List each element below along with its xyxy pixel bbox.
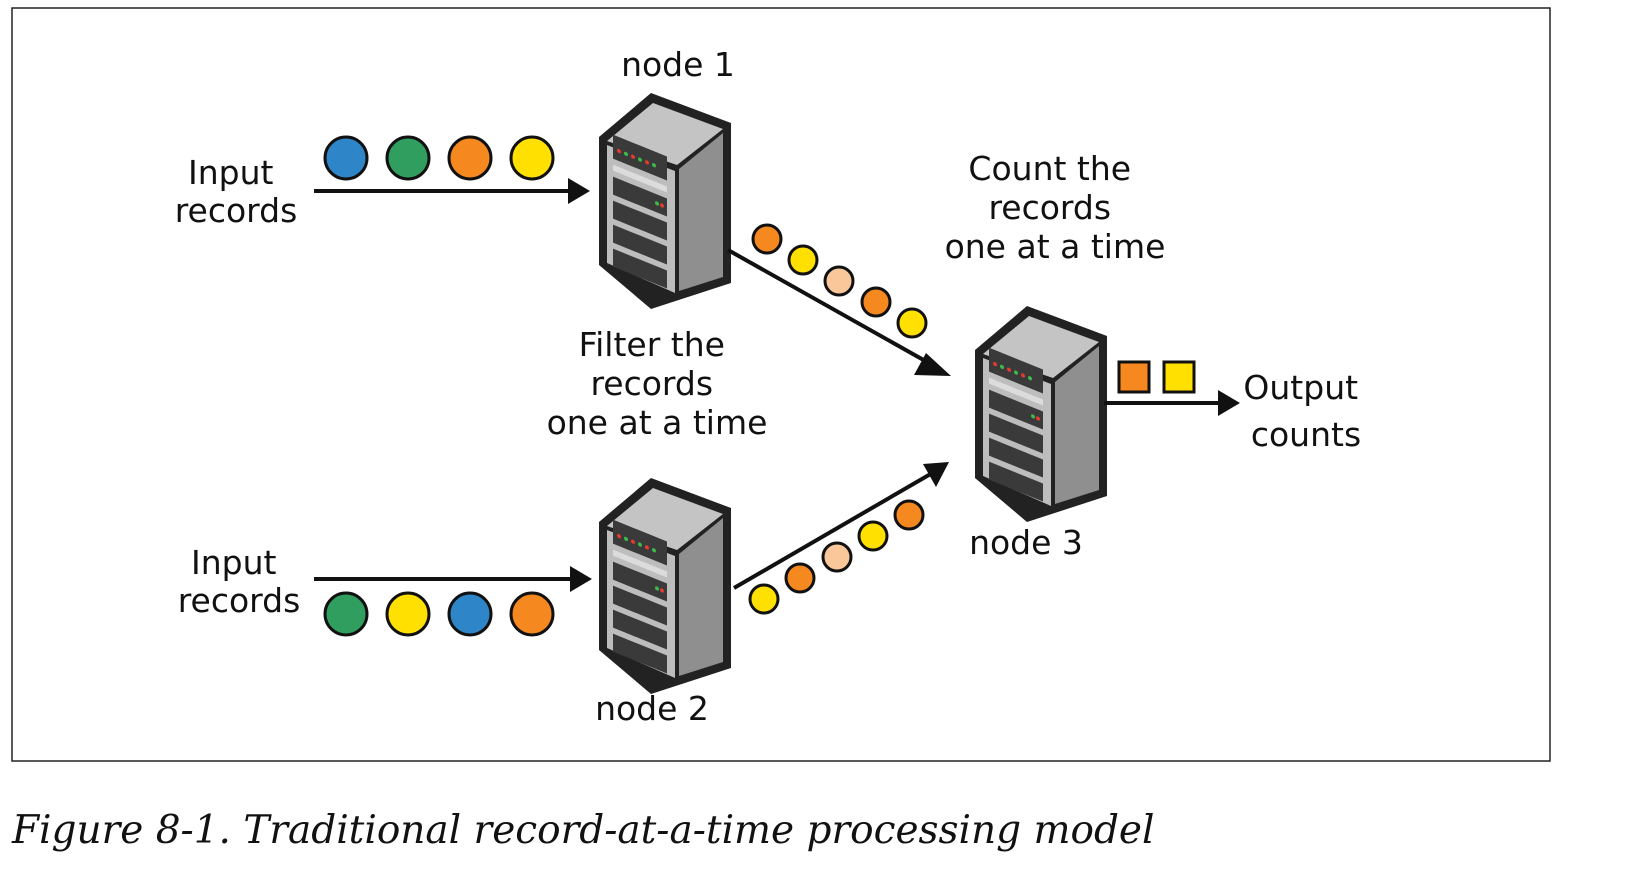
output-count-square-1 bbox=[1162, 360, 1196, 394]
arrowhead-node2-to-node3 bbox=[923, 462, 949, 487]
arrow-node1-to-node3 bbox=[727, 248, 937, 369]
record-node2-stream-4 bbox=[893, 499, 925, 531]
record-input-bottom-1 bbox=[385, 591, 431, 637]
filter-records-label: Filter the records one at a time bbox=[547, 325, 768, 442]
count-records-label: Count the records one at a time bbox=[945, 149, 1166, 266]
output-count-square-0 bbox=[1117, 360, 1151, 394]
node-2-label: node 2 bbox=[595, 689, 709, 728]
record-node1-stream-4 bbox=[896, 307, 928, 339]
diagram: node 1 node 2 node 3 Input records Input… bbox=[11, 7, 1551, 762]
record-node1-stream-0 bbox=[751, 223, 783, 255]
input-records-top-label: Input records bbox=[175, 153, 298, 230]
record-node1-stream-3 bbox=[860, 286, 892, 318]
record-input-top-0 bbox=[323, 135, 369, 181]
record-node2-stream-1 bbox=[784, 562, 816, 594]
figure-caption: Figure 8-1. Traditional record-at-a-time… bbox=[12, 808, 1155, 853]
node-2-server-icon bbox=[599, 478, 731, 694]
record-node1-stream-2 bbox=[823, 265, 855, 297]
record-node1-stream-1 bbox=[787, 244, 819, 276]
record-input-bottom-2 bbox=[447, 591, 493, 637]
node-3-label: node 3 bbox=[969, 523, 1083, 562]
record-input-top-1 bbox=[385, 135, 431, 181]
record-input-bottom-3 bbox=[509, 591, 555, 637]
records-layer bbox=[323, 135, 1196, 637]
arrow-node2-to-node3 bbox=[732, 470, 936, 590]
figure-frame bbox=[11, 7, 1551, 762]
record-input-top-2 bbox=[447, 135, 493, 181]
arrowhead-output bbox=[1218, 390, 1240, 416]
output-counts-label: Output counts bbox=[1243, 368, 1368, 454]
node-1-label: node 1 bbox=[621, 45, 735, 84]
arrowhead-input-top bbox=[568, 178, 590, 204]
record-node2-stream-2 bbox=[821, 541, 853, 573]
node-1-server-icon bbox=[599, 93, 731, 309]
record-input-top-3 bbox=[509, 135, 555, 181]
record-input-bottom-0 bbox=[323, 591, 369, 637]
arrowhead-node1-to-node3 bbox=[914, 353, 951, 376]
node-3-server-icon bbox=[975, 306, 1107, 522]
record-node2-stream-3 bbox=[857, 520, 889, 552]
arrowhead-input-bottom bbox=[570, 566, 592, 592]
input-records-bottom-label: Input records bbox=[178, 543, 301, 620]
record-node2-stream-0 bbox=[748, 583, 780, 615]
